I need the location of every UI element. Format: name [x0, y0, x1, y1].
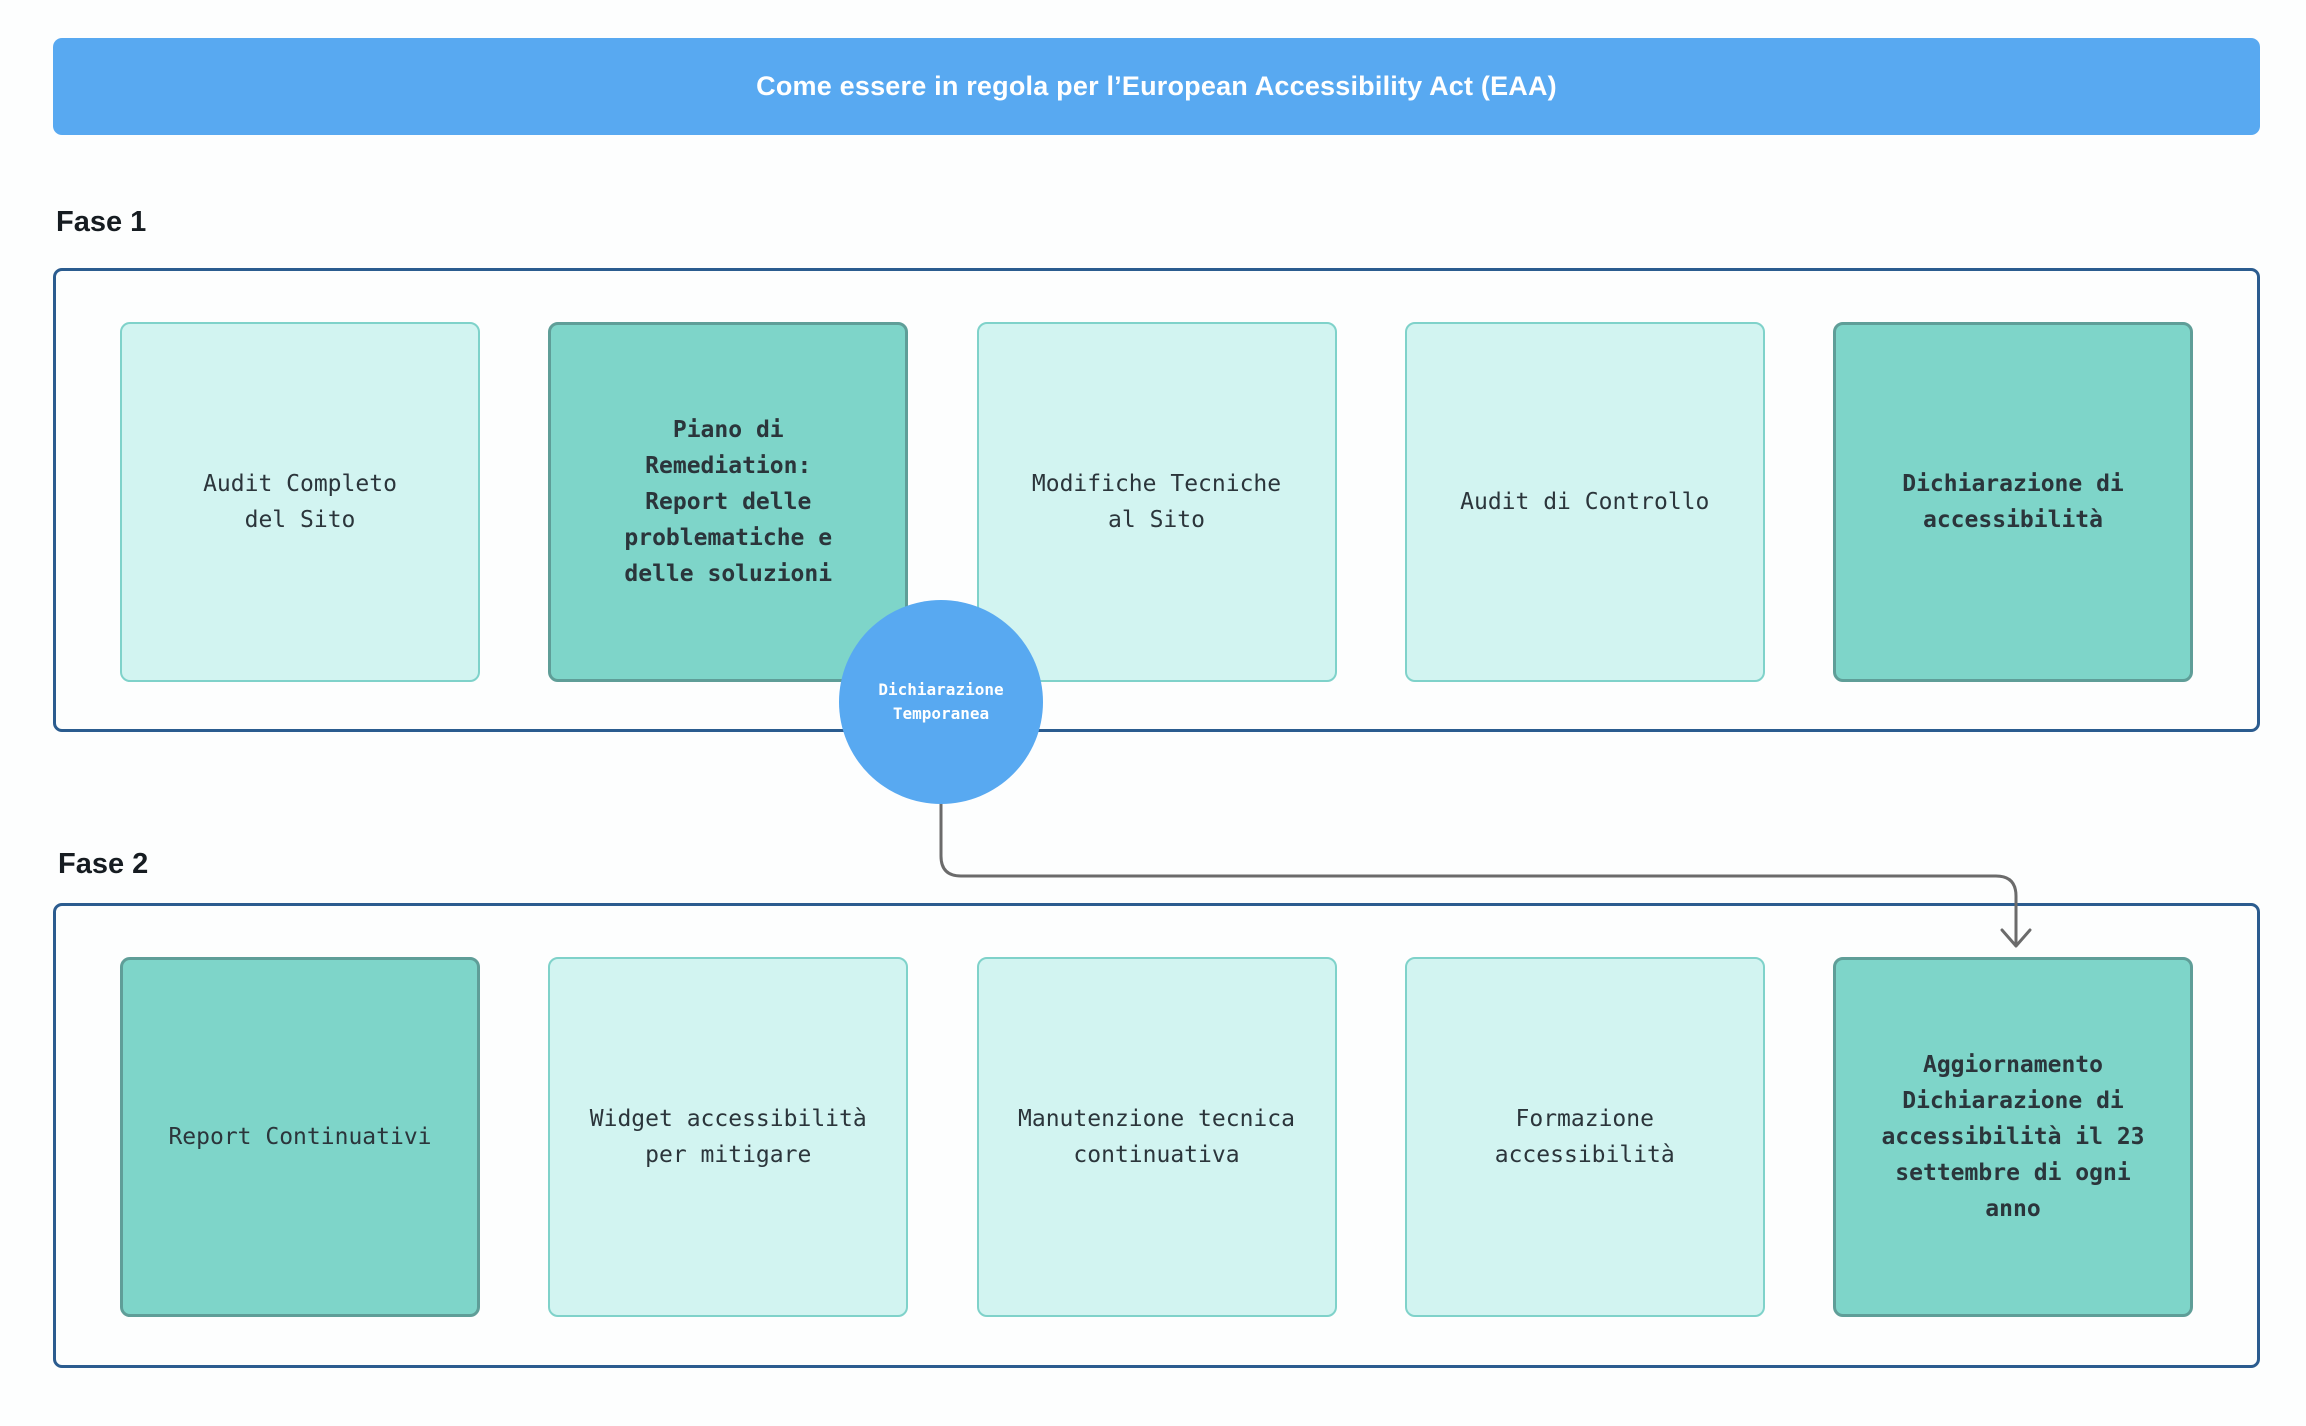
step-label-line: Modifiche Tecniche: [1031, 471, 1282, 497]
step-label-line: settembre di ogni: [1895, 1160, 2131, 1186]
step-box: Audit Completo del Sito: [120, 322, 480, 682]
phase2-container: Report Continuativi Widget accessibilità p…: [53, 903, 2260, 1368]
step-label-line: Report Continuativi: [168, 1124, 432, 1150]
step-label-line: Aggiornamento: [1922, 1052, 2103, 1078]
diagram-title: Come essere in regola per l’European Acc…: [756, 71, 1557, 101]
step-label-line: Dichiarazione di: [1902, 471, 2124, 497]
step-label-line: accessibilità: [1494, 1142, 1675, 1168]
step-label-line: Audit Completo: [203, 471, 397, 497]
step-label-line: accessibilità: [1922, 507, 2103, 533]
step-box: Formazione accessibilità: [1404, 957, 1765, 1317]
step-box: Audit di Controllo: [1404, 322, 1765, 682]
phase1-container: Audit Completo del Sito Piano di Remediatio…: [53, 268, 2260, 732]
step-box: Widget accessibilità per mitigare: [548, 957, 909, 1317]
step-label-line: anno: [1985, 1196, 2041, 1222]
phase1-label: Fase 1: [56, 206, 147, 238]
phase2-steps-row: Report Continuativi Widget accessibilità p…: [120, 957, 2193, 1317]
step-label-line: Piano di: [672, 417, 784, 443]
step-box: Dichiarazione di accessibilità: [1833, 322, 2193, 682]
step-label-line: Audit di Controllo: [1460, 489, 1710, 515]
step-label-line: Widget accessibilità: [589, 1106, 867, 1132]
circle-label-line: Dichiarazione: [878, 680, 1004, 699]
step-label-line: problematiche e: [624, 525, 833, 551]
step-box: Manutenzione tecnica continuativa: [976, 957, 1337, 1317]
circle-label-line: Temporanea: [892, 704, 990, 723]
step-label-line: Report delle: [645, 489, 812, 515]
step-box: Modifiche Tecniche al Sito: [976, 322, 1337, 682]
step-label-line: per mitigare: [645, 1142, 812, 1168]
phase2-label: Fase 2: [58, 848, 149, 880]
step-box: Piano di Remediation: Report delle problema…: [548, 322, 909, 682]
step-label-line: continuativa: [1073, 1142, 1240, 1168]
step-label-line: Remediation:: [645, 453, 812, 479]
step-label-line: al Sito: [1108, 507, 1205, 533]
step-label-line: Dichiarazione di: [1902, 1088, 2124, 1114]
phase1-steps-row: Audit Completo del Sito Piano di Remediatio…: [120, 322, 2193, 682]
diagram-title-banner: Come essere in regola per l’European Acc…: [53, 38, 2260, 135]
step-label-line: del Sito: [244, 507, 356, 533]
step-label-line: accessibilità il 23: [1881, 1124, 2145, 1150]
step-box: Report Continuativi: [120, 957, 480, 1317]
step-label-line: Manutenzione tecnica: [1018, 1106, 1295, 1132]
step-label-line: Formazione: [1515, 1106, 1654, 1132]
step-label-line: delle soluzioni: [624, 561, 833, 587]
